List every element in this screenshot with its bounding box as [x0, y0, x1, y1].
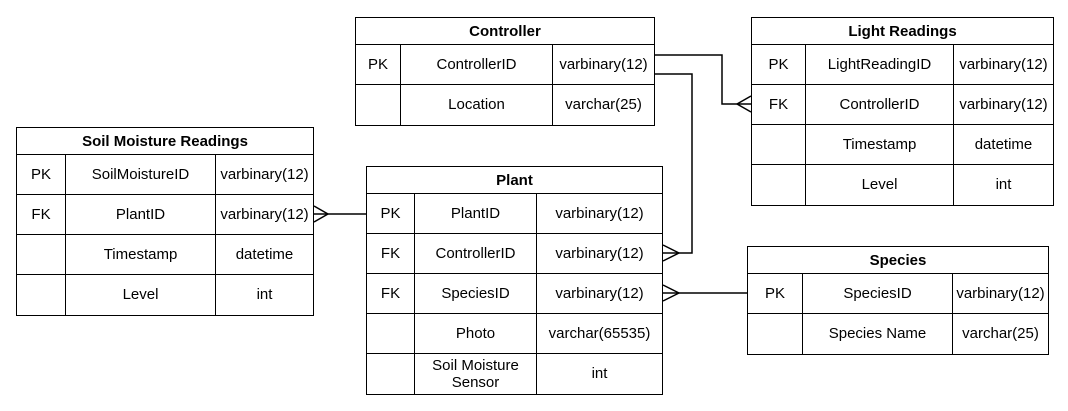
table-row: FK PlantID varbinary(12): [17, 195, 313, 235]
connector-species-to-plant: [662, 284, 747, 302]
key-cell: [17, 275, 66, 315]
type-cell: int: [995, 176, 1012, 194]
pk-cell: [356, 85, 401, 125]
table-plant[interactable]: Plant PK PlantID varbinary(12) FK Contro…: [366, 166, 663, 395]
field-cell: ControllerID: [415, 234, 537, 273]
crows-foot-icon: [736, 95, 752, 113]
crows-foot-icon: [662, 244, 680, 262]
table-row: Timestamp datetime: [17, 235, 313, 275]
pk-cell: PK: [367, 194, 415, 233]
table-title: Controller: [356, 18, 654, 45]
table-title: Light Readings: [752, 18, 1053, 45]
table-row: Species Name varchar(25): [748, 314, 1048, 354]
pk-cell: PK: [752, 45, 806, 84]
table-row: Soil Moisture Sensor int: [367, 354, 662, 394]
table-row: Level int: [17, 275, 313, 315]
table-row: PK SpeciesID varbinary(12): [748, 274, 1048, 314]
fk-cell: FK: [367, 274, 415, 313]
type-cell: varbinary(12): [220, 165, 309, 183]
field-cell: Level: [806, 165, 954, 205]
field-cell: Species Name: [803, 314, 953, 354]
crows-foot-icon: [662, 284, 680, 302]
type-cell: varbinary(12): [220, 205, 309, 223]
field-cell: ControllerID: [401, 45, 553, 84]
table-species[interactable]: Species PK SpeciesID varbinary(12) Speci…: [747, 246, 1049, 355]
table-row: Timestamp datetime: [752, 125, 1053, 165]
table-row: PK PlantID varbinary(12): [367, 194, 662, 234]
field-cell: SpeciesID: [415, 274, 537, 313]
field-cell: ControllerID: [806, 85, 954, 124]
table-controller[interactable]: Controller PK ControllerID varbinary(12)…: [355, 17, 655, 126]
type-cell: int: [591, 365, 608, 383]
table-title: Species: [748, 247, 1048, 274]
type-cell: varbinary(12): [959, 95, 1048, 113]
key-cell: [367, 314, 415, 353]
type-cell: varbinary(12): [959, 55, 1048, 73]
field-cell: LightReadingID: [806, 45, 954, 84]
table-row: Level int: [752, 165, 1053, 205]
connector-controller-to-light-readings: [655, 54, 752, 113]
table-row: PK LightReadingID varbinary(12): [752, 45, 1053, 85]
field-cell: Timestamp: [806, 125, 954, 164]
connector-controller-to-plant: [655, 73, 693, 262]
field-cell: PlantID: [66, 195, 216, 234]
fk-cell: FK: [17, 195, 66, 234]
type-cell: datetime: [235, 245, 294, 263]
crows-foot-icon: [313, 205, 329, 223]
table-light-readings[interactable]: Light Readings PK LightReadingID varbina…: [751, 17, 1054, 206]
type-cell: varbinary(12): [956, 284, 1045, 302]
field-cell: Timestamp: [66, 235, 216, 274]
table-row: PK SoilMoistureID varbinary(12): [17, 155, 313, 195]
key-cell: [752, 165, 806, 205]
type-cell: varbinary(12): [555, 244, 644, 262]
field-cell: Location: [401, 85, 553, 125]
type-cell: varbinary(12): [555, 204, 644, 222]
field-cell: Soil Moisture Sensor: [415, 354, 537, 394]
table-row: Photo varchar(65535): [367, 314, 662, 354]
table-soil-moisture-readings[interactable]: Soil Moisture Readings PK SoilMoistureID…: [16, 127, 314, 316]
type-cell: varbinary(12): [559, 55, 648, 73]
table-row: FK ControllerID varbinary(12): [367, 234, 662, 274]
fk-cell: FK: [367, 234, 415, 273]
type-cell: varchar(25): [565, 96, 642, 114]
pk-cell: PK: [356, 45, 401, 84]
fk-cell: FK: [752, 85, 806, 124]
connector-plant-to-soil-moisture-readings: [313, 205, 366, 223]
pk-cell: PK: [748, 274, 803, 313]
field-cell: SpeciesID: [803, 274, 953, 313]
field-cell: SoilMoistureID: [66, 155, 216, 194]
type-cell: datetime: [974, 135, 1033, 153]
table-title: Plant: [367, 167, 662, 194]
field-cell: Photo: [415, 314, 537, 353]
pk-cell: PK: [17, 155, 66, 194]
field-cell: Level: [66, 275, 216, 315]
table-row: FK ControllerID varbinary(12): [752, 85, 1053, 125]
field-cell: PlantID: [415, 194, 537, 233]
table-title: Soil Moisture Readings: [17, 128, 313, 155]
table-row: FK SpeciesID varbinary(12): [367, 274, 662, 314]
key-cell: [752, 125, 806, 164]
type-cell: varbinary(12): [555, 284, 644, 302]
type-cell: int: [256, 286, 273, 304]
type-cell: varchar(25): [962, 325, 1039, 343]
table-row: Location varchar(25): [356, 85, 654, 125]
key-cell: [748, 314, 803, 354]
table-row: PK ControllerID varbinary(12): [356, 45, 654, 85]
type-cell: varchar(65535): [548, 324, 651, 342]
key-cell: [17, 235, 66, 274]
key-cell: [367, 354, 415, 394]
